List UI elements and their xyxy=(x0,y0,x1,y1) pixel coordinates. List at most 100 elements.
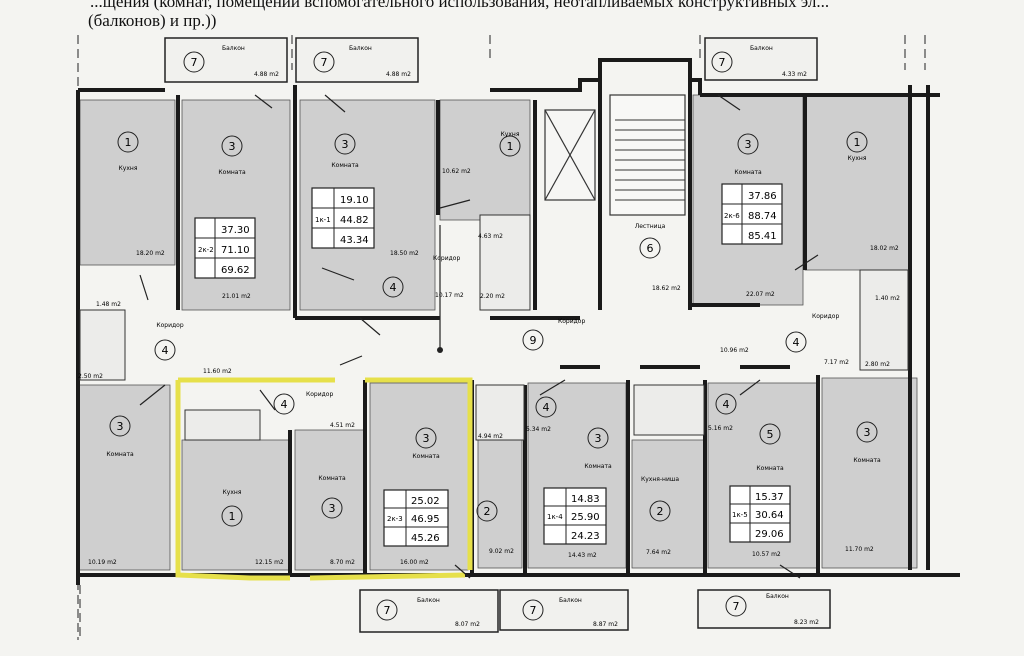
svg-text:Коридор: Коридор xyxy=(433,255,460,262)
svg-text:1к-5: 1к-5 xyxy=(732,511,748,519)
room-label: Кухня xyxy=(119,165,138,172)
corridor-c6: 4 5.34 m2 xyxy=(526,396,557,433)
room-number: 1 xyxy=(507,140,514,153)
room-area: 18.50 m2 xyxy=(390,250,419,257)
svg-text:7: 7 xyxy=(530,604,537,617)
apartment-a5: 1к-4 14.83 25.90 24.23 xyxy=(543,487,607,545)
page-header: ...щения (комнат, помещений вспомогатель… xyxy=(0,0,1024,36)
svg-text:4.88 m2: 4.88 m2 xyxy=(386,71,411,78)
corridor-c5: 4 Коридор xyxy=(273,391,333,415)
svg-text:45.26: 45.26 xyxy=(411,533,440,544)
svg-text:4: 4 xyxy=(723,398,730,411)
svg-text:4.63 m2: 4.63 m2 xyxy=(478,233,503,240)
svg-text:15.37: 15.37 xyxy=(755,492,784,503)
svg-text:2к-6: 2к-6 xyxy=(724,212,740,220)
bathrooms xyxy=(79,214,909,441)
header-line-1: ...щения (комнат, помещений вспомогатель… xyxy=(90,0,830,11)
room-r12: 29.02 m2 xyxy=(476,500,514,555)
svg-text:4.88 m2: 4.88 m2 xyxy=(254,71,279,78)
apartment-boxes: 2к-2 37.30 71.10 69.62 1к-1 19.10 44.82 … xyxy=(194,183,791,547)
svg-text:4: 4 xyxy=(281,398,288,411)
highlight-outline xyxy=(175,377,473,581)
svg-text:2.80 m2: 2.80 m2 xyxy=(865,361,890,368)
room-number: 3 xyxy=(117,420,124,433)
svg-text:71.10: 71.10 xyxy=(221,245,250,256)
svg-text:11.60 m2: 11.60 m2 xyxy=(203,368,232,375)
balcony-b2: 7 Балкон 4.88 m2 xyxy=(313,45,411,78)
stairwell xyxy=(544,94,686,216)
axis-point xyxy=(437,347,443,353)
svg-text:7: 7 xyxy=(384,604,391,617)
svg-text:Балкон: Балкон xyxy=(750,45,773,52)
room-area: 14.43 m2 xyxy=(568,552,597,559)
svg-text:14.83: 14.83 xyxy=(571,494,600,505)
svg-text:Коридор: Коридор xyxy=(558,318,585,325)
room-number: 6 xyxy=(647,242,654,255)
svg-text:Коридор: Коридор xyxy=(306,391,333,398)
room-area: 11.70 m2 xyxy=(845,546,874,553)
svg-text:Балкон: Балкон xyxy=(222,45,245,52)
svg-text:4: 4 xyxy=(390,281,397,294)
svg-text:Коридор: Коридор xyxy=(156,322,183,329)
svg-text:5.34 m2: 5.34 m2 xyxy=(526,426,551,433)
svg-text:4: 4 xyxy=(793,336,800,349)
svg-text:4.33 m2: 4.33 m2 xyxy=(782,71,807,78)
room-area: 22.07 m2 xyxy=(746,291,775,298)
room-number: 2 xyxy=(484,505,491,518)
svg-text:10.96 m2: 10.96 m2 xyxy=(720,347,749,354)
svg-text:25.90: 25.90 xyxy=(571,512,600,523)
svg-text:25.02: 25.02 xyxy=(411,496,440,507)
svg-text:1к-4: 1к-4 xyxy=(547,513,563,521)
room-label: Комната xyxy=(853,457,881,464)
room-label: Комната xyxy=(756,465,784,472)
svg-text:8.23 m2: 8.23 m2 xyxy=(794,619,819,626)
svg-text:Балкон: Балкон xyxy=(559,597,582,604)
svg-text:7.17 m2: 7.17 m2 xyxy=(824,359,849,366)
room-area: 21.01 m2 xyxy=(222,293,251,300)
svg-text:7: 7 xyxy=(733,600,740,613)
room-label: Комната xyxy=(331,162,359,169)
room-area: 18.20 m2 xyxy=(136,250,165,257)
svg-text:1.40 m2: 1.40 m2 xyxy=(875,295,900,302)
apartment-a1: 2к-2 37.30 71.10 69.62 xyxy=(194,217,256,279)
svg-text:19.10: 19.10 xyxy=(340,195,369,206)
svg-text:4: 4 xyxy=(543,401,550,414)
room-number: 3 xyxy=(329,502,336,515)
svg-text:69.62: 69.62 xyxy=(221,265,250,276)
svg-text:88.74: 88.74 xyxy=(748,211,777,222)
svg-text:Балкон: Балкон xyxy=(349,45,372,52)
svg-text:Балкон: Балкон xyxy=(766,593,789,600)
room-area: 10.57 m2 xyxy=(752,551,781,558)
svg-text:2.20 m2: 2.20 m2 xyxy=(480,293,505,300)
room-number: 1 xyxy=(125,136,132,149)
svg-text:2к-2: 2к-2 xyxy=(198,246,214,254)
room-fills xyxy=(77,94,918,571)
svg-text:1.48 m2: 1.48 m2 xyxy=(96,301,121,308)
room-number: 3 xyxy=(342,138,349,151)
room-label: Комната xyxy=(106,451,134,458)
svg-text:37.30: 37.30 xyxy=(221,225,250,236)
header-line-2: (балконов) и пр.)) xyxy=(88,11,217,30)
apartment-a2: 1к-1 19.10 44.82 43.34 xyxy=(311,187,375,249)
room-area: 10.19 m2 xyxy=(88,559,117,566)
room-area: 10.62 m2 xyxy=(442,168,471,175)
room-area: 18.62 m2 xyxy=(652,285,681,292)
room-area: 16.00 m2 xyxy=(400,559,429,566)
svg-text:7: 7 xyxy=(321,56,328,69)
